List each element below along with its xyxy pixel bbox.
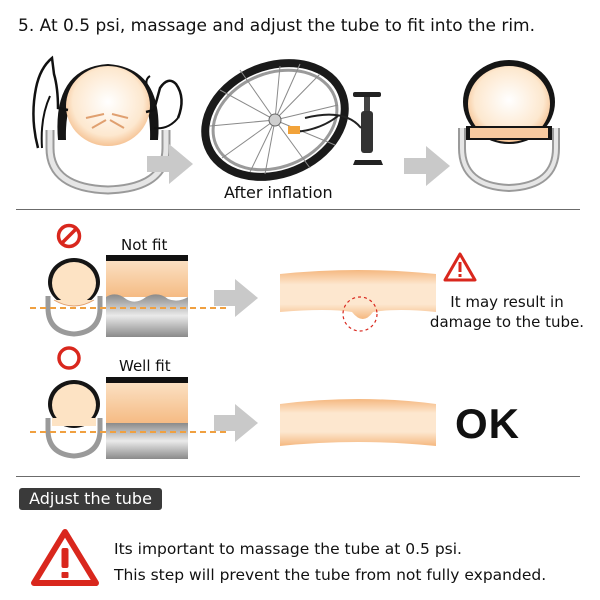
divider bbox=[16, 209, 580, 210]
ok-result: OK bbox=[455, 400, 520, 447]
warning-icon bbox=[31, 529, 99, 586]
note-line: Its important to massage the tube at 0.5… bbox=[114, 540, 462, 558]
dashed-line bbox=[30, 431, 230, 433]
arrow-right-icon bbox=[214, 404, 258, 442]
page-title: 5. At 0.5 psi, massage and adjust the tu… bbox=[18, 16, 536, 36]
damaged-tube-strip bbox=[280, 270, 436, 332]
note-line: This step will prevent the tube from not… bbox=[114, 566, 547, 584]
pump-icon bbox=[304, 92, 383, 165]
divider bbox=[16, 476, 580, 477]
not-fit-result: It may result in damage to the tube. bbox=[429, 293, 585, 331]
arrow-right-icon bbox=[214, 279, 258, 317]
warning-icon bbox=[443, 252, 477, 282]
not-fit-detail bbox=[106, 255, 188, 337]
tire-cross-section-icon bbox=[45, 258, 103, 337]
prohibited-icon bbox=[56, 223, 82, 249]
section-badge: Adjust the tube bbox=[19, 488, 162, 510]
inflated-tire-icon bbox=[458, 60, 560, 193]
after-inflation-caption: After inflation bbox=[224, 183, 333, 202]
well-fit-detail bbox=[106, 377, 188, 459]
not-fit-label: Not fit bbox=[121, 236, 168, 254]
well-fit-label: Well fit bbox=[119, 357, 171, 375]
wheel-icon bbox=[201, 59, 349, 181]
arrow-right-icon bbox=[147, 144, 193, 184]
circle-ok-icon bbox=[57, 346, 81, 370]
arrow-right-icon bbox=[404, 146, 450, 186]
tire-cross-section-icon bbox=[45, 380, 103, 459]
dashed-line bbox=[30, 307, 230, 309]
fitted-tube-strip bbox=[280, 399, 436, 446]
